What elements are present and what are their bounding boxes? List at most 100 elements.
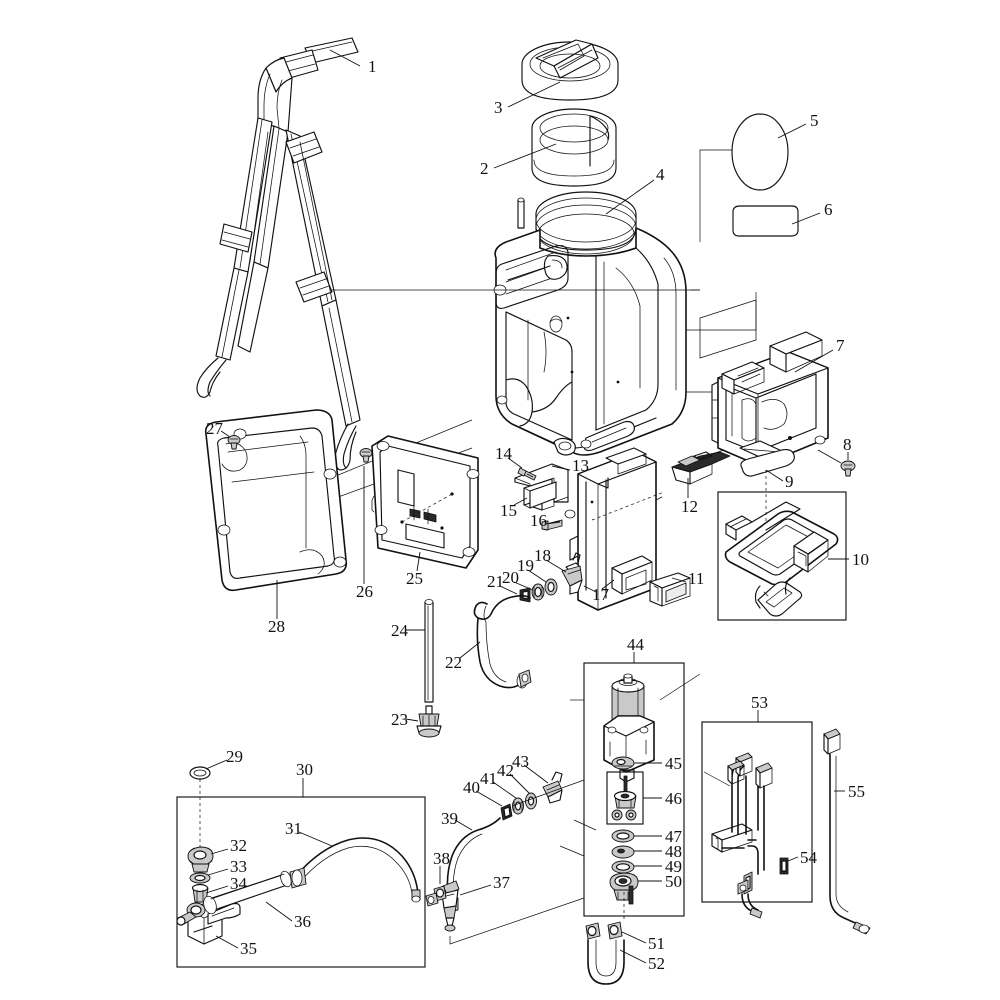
leader-35: [215, 935, 239, 949]
part-number-36: 36: [294, 912, 311, 931]
leader-7: [794, 349, 834, 373]
part-24-suction-pipe: [424, 599, 434, 703]
leader-25: [416, 551, 421, 572]
part-8-housing-screw: [817, 449, 856, 477]
part-number-19: 19: [517, 556, 534, 575]
leader-42: [509, 773, 530, 794]
part-number-4: 4: [656, 165, 665, 184]
part-7-battery-housing: [711, 331, 829, 467]
leader-40: [475, 790, 503, 807]
part-3-tank-cap: [521, 39, 619, 101]
assembly-line-44d: [573, 819, 597, 831]
leader-54: [787, 856, 799, 862]
part-34-nozzle-insert: [191, 883, 209, 903]
leader-36: [265, 901, 293, 922]
part-number-28: 28: [268, 617, 285, 636]
part-number-14: 14: [495, 444, 513, 463]
part-4-tank-body: [493, 191, 687, 456]
part-54-wire-connector: [779, 857, 789, 875]
leader-11: [671, 577, 687, 583]
part-number-38: 38: [433, 849, 450, 868]
part-number-8: 8: [843, 435, 852, 454]
leader-52: [619, 949, 647, 964]
leader-33: [207, 868, 229, 876]
part-18-hose-nipple-fitting: [561, 552, 583, 595]
part-53-wiring-harness-assembly: [703, 752, 773, 919]
part-number-22: 22: [445, 653, 462, 672]
part-52-u-bend-hose: [587, 939, 625, 985]
assembly-line-43: [511, 779, 585, 807]
leader-18: [545, 559, 567, 573]
leader-51: [621, 931, 647, 944]
part-number-48: 48: [665, 842, 682, 861]
part-12-switch-lever: [671, 449, 731, 485]
part-number-5: 5: [810, 111, 819, 130]
part-number-53: 53: [751, 693, 768, 712]
part-number-11: 11: [688, 569, 704, 588]
leader-43: [523, 764, 549, 784]
part-number-21: 21: [487, 572, 504, 591]
part-number-41: 41: [480, 769, 497, 788]
part-5-oval-warning-label: [731, 113, 789, 191]
part-number-35: 35: [240, 939, 257, 958]
leader-2: [493, 143, 557, 169]
leader-15: [513, 497, 528, 506]
part-number-25: 25: [406, 569, 423, 588]
part-number-3: 3: [494, 98, 503, 117]
part-6-rectangular-caution-label: [732, 205, 799, 237]
part-36-wand-grip-tube: [203, 870, 292, 915]
part-32-nozzle-cap: [187, 846, 214, 873]
part-25-mounting-plate: [371, 435, 480, 569]
part-47-o-ring-47: [611, 829, 635, 843]
part-number-18: 18: [534, 546, 551, 565]
part-number-49: 49: [665, 857, 682, 876]
part-number-27: 27: [206, 419, 224, 438]
leader-14: [507, 457, 523, 469]
boxed-group-30: [176, 796, 426, 968]
part-55-battery-lead-cable: [823, 728, 871, 935]
part-number-54: 54: [800, 848, 818, 867]
part-40-hose-clamp-40: [500, 803, 513, 821]
boxed-group-53: [701, 721, 813, 903]
part-number-12: 12: [681, 497, 698, 516]
part-28-rear-cover: [204, 409, 348, 592]
part-number-6: 6: [824, 200, 833, 219]
part-number-33: 33: [230, 857, 247, 876]
leader-22: [459, 641, 481, 659]
leader-32: [210, 848, 229, 855]
part-number-37: 37: [493, 873, 511, 892]
part-46-pump-diaphragm-kit: [611, 775, 637, 821]
leader-1: [329, 49, 361, 67]
part-number-42: 42: [497, 761, 514, 780]
part-number-7: 7: [836, 336, 845, 355]
leader-3: [507, 81, 561, 108]
part-41-washer-41: [512, 797, 524, 815]
part-number-13: 13: [572, 456, 589, 475]
part-1-shoulder-harness-strap: [196, 37, 361, 471]
part-number-45: 45: [665, 754, 682, 773]
part-number-17: 17: [592, 585, 610, 604]
assembly-line-37: [449, 897, 585, 945]
part-44-pump-motor-assembly: [603, 673, 655, 783]
assembly-line-44b: [659, 673, 701, 701]
leader-27: [220, 430, 231, 438]
part-23-tank-strainer: [416, 705, 442, 738]
leader-6: [791, 212, 821, 225]
leader-5: [777, 123, 807, 139]
leader-23: [405, 718, 419, 722]
part-number-46: 46: [665, 789, 682, 808]
part-14-bracket-screw: [517, 467, 537, 481]
part-number-15: 15: [500, 501, 517, 520]
part-number-51: 51: [648, 934, 665, 953]
part-number-2: 2: [480, 159, 489, 178]
assembly-line-44c: [559, 845, 585, 857]
part-20-o-ring-20: [531, 583, 545, 601]
part-number-40: 40: [463, 778, 480, 797]
part-50-pump-head-cover: [609, 872, 639, 920]
part-number-47: 47: [665, 827, 683, 846]
leader-17: [601, 579, 615, 590]
part-number-16: 16: [530, 511, 547, 530]
